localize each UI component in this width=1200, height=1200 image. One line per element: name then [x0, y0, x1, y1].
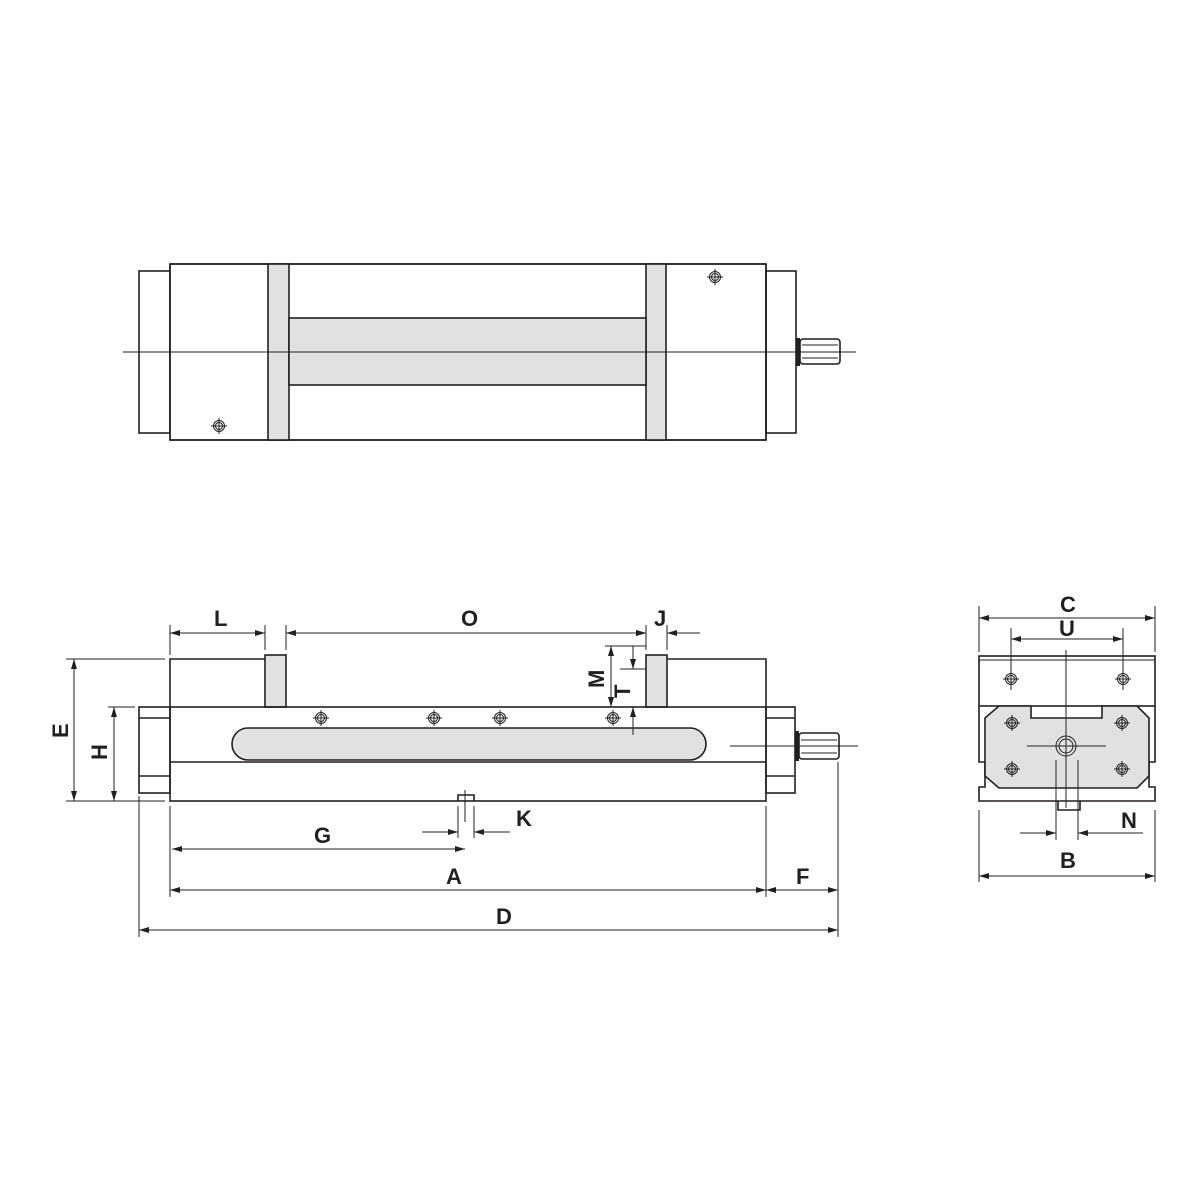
dim-label-G: G [314, 823, 331, 848]
side-view: C U N B [978, 592, 1156, 882]
front-view: L O J M T E H G K A F D [48, 606, 858, 937]
dim-label-M: M [584, 670, 609, 688]
dim-label-B: B [1060, 848, 1076, 873]
dim-label-A: A [446, 864, 462, 889]
bolt-hole-icon [491, 709, 509, 727]
top-view [123, 263, 856, 441]
dim-label-F: F [796, 864, 809, 889]
dim-label-T: T [610, 684, 635, 698]
bolt-hole-icon [604, 709, 622, 727]
dim-label-K: K [516, 806, 532, 831]
dim-label-C: C [1060, 592, 1076, 617]
dim-label-O: O [461, 606, 478, 631]
bolt-hole-icon [425, 709, 443, 727]
dim-label-E: E [48, 723, 73, 738]
dim-label-L: L [214, 606, 227, 631]
dim-label-J: J [654, 606, 666, 631]
dim-label-N: N [1121, 808, 1137, 833]
dim-label-H: H [87, 744, 112, 760]
bolt-hole-icon [312, 709, 330, 727]
dim-label-U: U [1059, 616, 1075, 641]
dim-label-D: D [496, 904, 512, 929]
